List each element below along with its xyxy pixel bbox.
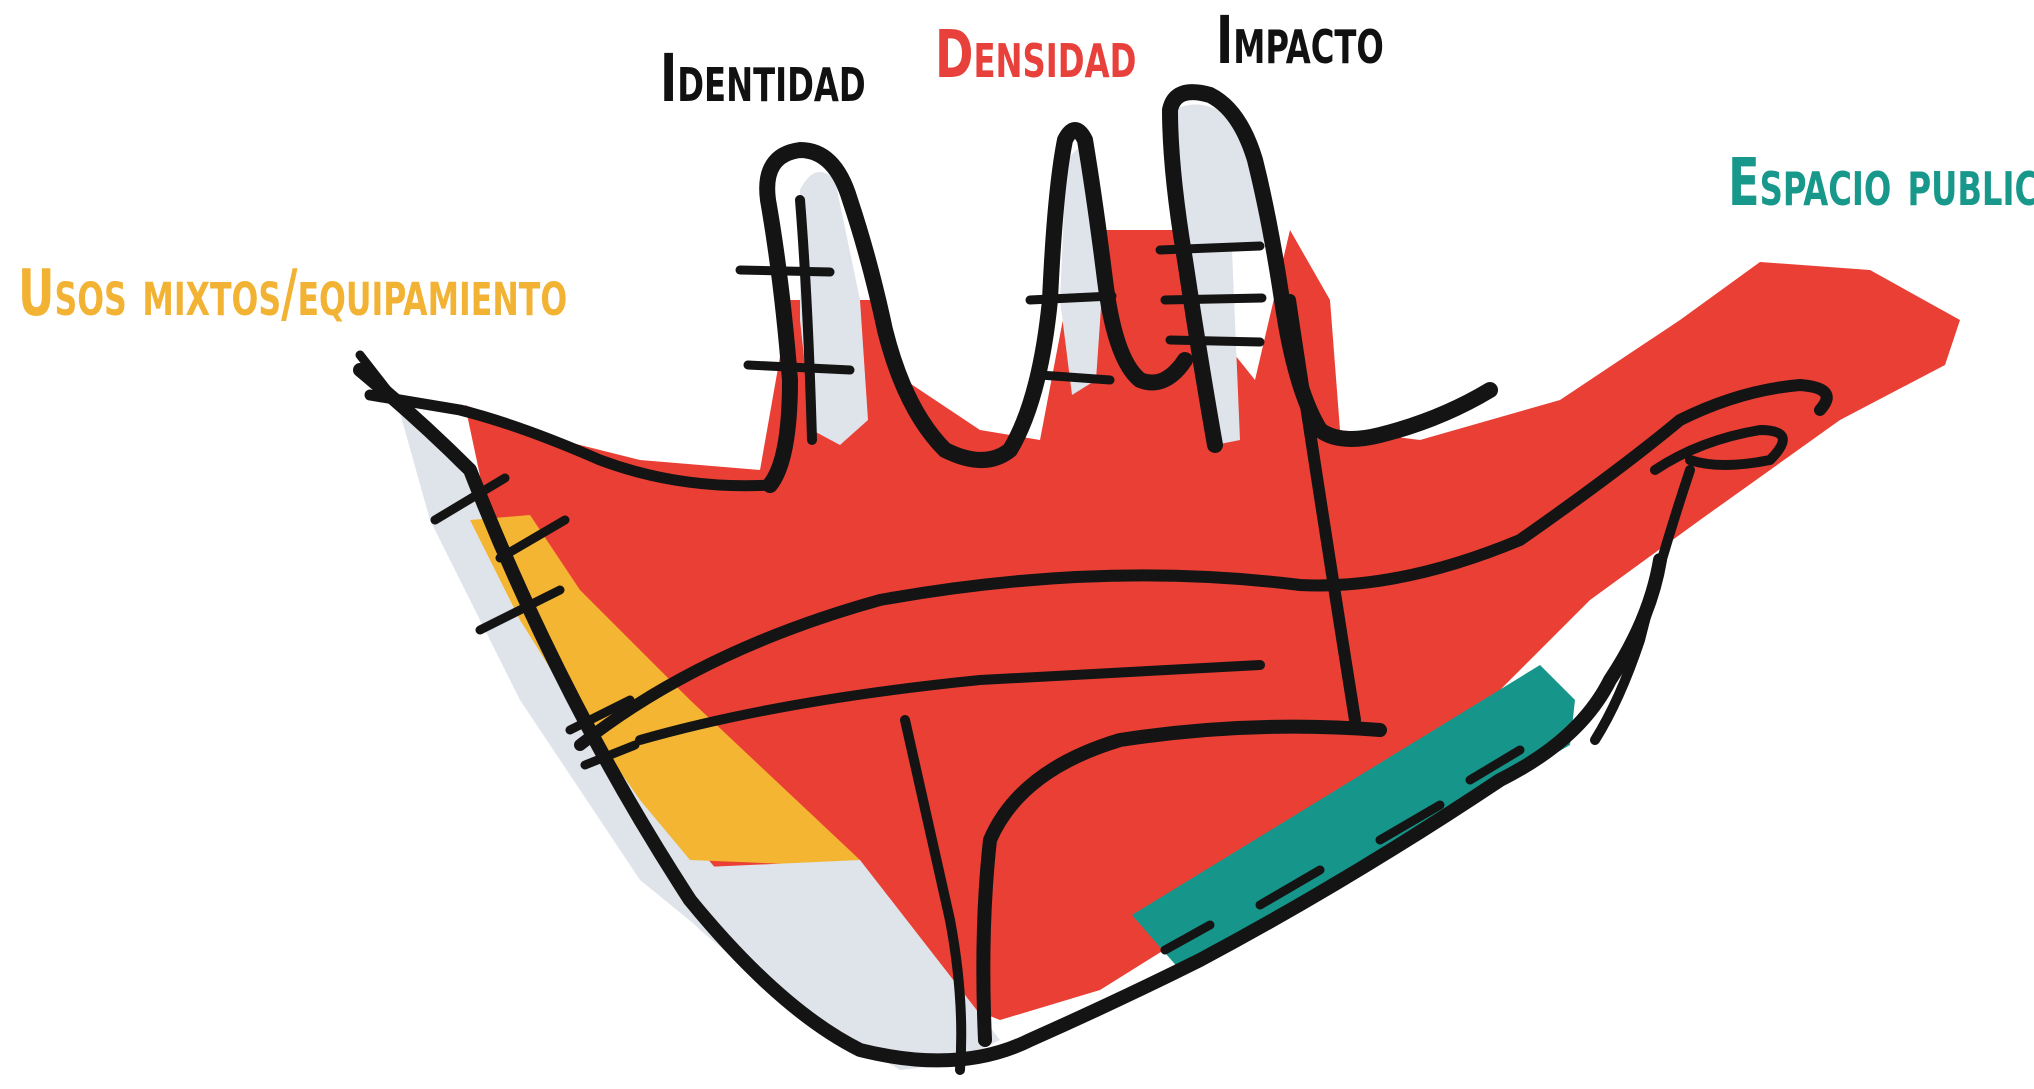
label-impacto: Impacto	[1216, 8, 1384, 74]
tick-densidad-1	[1030, 296, 1112, 300]
tick-densidad-2	[1040, 375, 1110, 380]
tick-identidad-1	[740, 270, 830, 272]
label-densidad: Densidad	[935, 22, 1136, 88]
label-usos-mixtos: Usos mixtos/equipamiento	[18, 262, 567, 326]
tick-impacto-3	[1170, 340, 1260, 342]
tick-impacto-1	[1160, 246, 1260, 250]
tick-impacto-2	[1165, 298, 1262, 300]
tick-identidad-2	[748, 365, 850, 370]
label-identidad: Identidad	[660, 46, 866, 112]
label-espacio-publico: Espacio publico	[1728, 150, 2034, 216]
